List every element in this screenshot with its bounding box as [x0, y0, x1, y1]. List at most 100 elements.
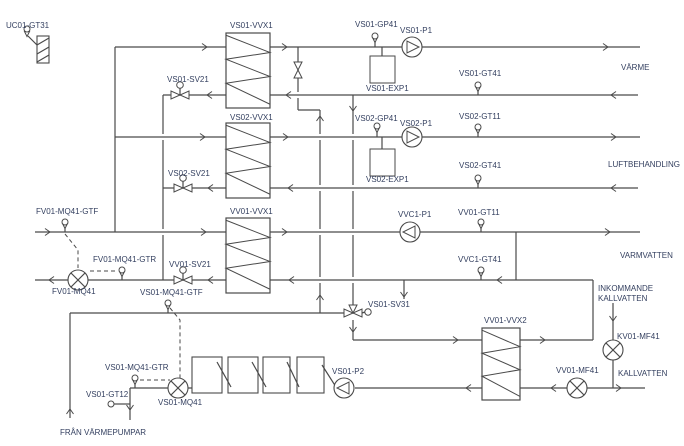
label-varmvatten: VARMVATTEN: [620, 251, 673, 260]
label-fran-varmepumpar: FRÅN VÄRMEPUMPAR: [60, 428, 147, 437]
flow-arrow: [610, 91, 617, 99]
accumulator-tank-3: [262, 356, 291, 394]
flow-arrow: [200, 228, 207, 236]
label-fv01-mq41-gtr: FV01-MQ41-GTR: [93, 255, 157, 264]
flow-arrow: [281, 228, 288, 236]
flow-arrow: [550, 384, 557, 392]
label-fv01-mq41: FV01-MQ41: [52, 287, 96, 296]
label-vvc1-p1: VVC1-P1: [398, 210, 432, 219]
flow-arrow: [288, 276, 295, 284]
label-vs02-gt41: VS02-GT41: [459, 161, 502, 170]
control-valve-vs02-sv21: [181, 183, 193, 193]
sensor-vs02-gp41: [373, 122, 381, 130]
flow-arrow: [465, 384, 472, 392]
heat-exchanger-vv01-vvx1-plates: [224, 219, 272, 290]
control-valve-vs01-sv21: [178, 90, 190, 100]
sensor-fv01-mq41-gtr: [118, 266, 126, 274]
flow-arrow: [48, 276, 55, 284]
flow-arrow: [610, 184, 617, 192]
tank-connection: [286, 361, 300, 388]
control-valve-vs02-sv21: [173, 183, 185, 193]
label-vs01-p1: VS01-P1: [400, 26, 433, 35]
signal-line: [169, 307, 181, 380]
signal-line: [64, 233, 79, 268]
outdoor-sensor-uc01-gt31-stem: [27, 35, 38, 46]
wall-hatch: [36, 54, 50, 63]
sensor-vv01-gt11: [477, 218, 485, 226]
control-valve-vv01-sv21: [181, 275, 193, 285]
label-vs02-gp41: VS02-GP41: [355, 114, 398, 123]
accumulator-tank-4: [296, 356, 325, 394]
flow-arrow: [207, 276, 214, 284]
expansion-vessel-vs01-exp1: [369, 55, 396, 84]
control-valve-vv01-sv21-actuator: [179, 266, 187, 274]
label-vs01-exp1: VS01-EXP1: [366, 84, 409, 93]
energy-meter-vs01-mq41-x: [170, 380, 186, 396]
label-vs01-gt41: VS01-GT41: [459, 69, 502, 78]
label-vv01-vvx2: VV01-VVX2: [484, 316, 527, 325]
label-fv01-mq41-gtf: FV01-MQ41-GTF: [36, 207, 99, 216]
label-vs02-exp1: VS02-EXP1: [366, 175, 409, 184]
flow-arrow: [44, 228, 51, 236]
label-kallvatten: KALLVATTEN: [618, 369, 668, 378]
label-vs01-mq41: VS01-MQ41: [158, 398, 203, 407]
flow-arrow: [609, 315, 617, 322]
label-luftbehandling: LUFTBEHANDLING: [608, 160, 681, 169]
three-way-valve-vs01-sv31: [348, 304, 358, 315]
sensor-vs01-gt41: [474, 81, 482, 89]
label-vs01-mq41-gtr: VS01-MQ41-GTR: [105, 363, 169, 372]
sensor-vs01-mq41-gtr: [131, 374, 139, 382]
wall-hatch: [36, 37, 50, 46]
flow-arrow: [285, 91, 292, 99]
label-vs01-vvx1: VS01-VVX1: [230, 21, 273, 30]
heat-exchanger-vv01-vvx2-plates: [480, 329, 522, 397]
tank-connection: [251, 361, 267, 388]
heat-exchanger-vs02-vvx1: [225, 122, 271, 199]
flow-arrow: [207, 184, 214, 192]
energy-meter-fv01-mq41-x: [70, 272, 86, 288]
heat-exchanger-vs01-vvx1: [225, 32, 271, 109]
label-vs02-vvx1: VS02-VVX1: [230, 113, 273, 122]
label-vs02-gt11: VS02-GT11: [459, 112, 501, 121]
pump-vs01-p2-impeller: [335, 381, 350, 395]
flow-arrow: [452, 336, 459, 344]
label-kv01-mf41: KV01-MF41: [617, 332, 660, 341]
label-vvc1-gt41: VVC1-GT41: [458, 255, 502, 264]
label-vs01-gt12: VS01-GT12: [86, 390, 129, 399]
flow-arrow: [610, 133, 617, 141]
label-vs01-mq41-gtf: VS01-MQ41-GTF: [140, 288, 203, 297]
sensor-vs02-gt11: [474, 123, 482, 131]
pump-vvc1-p1-impeller: [401, 225, 416, 239]
outdoor-sensor-uc01-gt31: [23, 25, 31, 33]
label-vs01-sv31: VS01-SV31: [368, 300, 410, 309]
flow-meter-vv01-mf41-x: [569, 380, 585, 396]
three-way-valve-vs01-sv31: [343, 308, 355, 318]
label-vs01-sv21: VS01-SV21: [167, 75, 209, 84]
flow-arrow: [349, 326, 357, 333]
pump-vs01-p1-impeller: [406, 40, 421, 54]
flow-arrow: [281, 43, 288, 51]
label-vv01-mf41: VV01-MF41: [556, 366, 599, 375]
three-way-valve-vs01-sv31-actuator: [364, 308, 372, 316]
flow-arrow: [602, 43, 609, 51]
flow-arrow: [496, 276, 503, 284]
flow-arrow: [126, 404, 134, 411]
flow-arrow: [316, 115, 324, 122]
sensor-vs01-gt12: [107, 400, 115, 408]
flow-meter-kv01-mf41-x: [605, 342, 621, 358]
label-varme: VÄRME: [621, 63, 650, 72]
wall-hatch: [36, 46, 50, 55]
label-vv01-vvx1: VV01-VVX1: [230, 207, 273, 216]
flow-arrow: [539, 336, 546, 344]
heat-exchanger-vv01-vvx2: [481, 327, 521, 401]
heat-exchanger-vv01-vvx1: [225, 217, 271, 294]
flow-arrow: [206, 91, 213, 99]
flow-arrow: [282, 133, 289, 141]
label-vs02-sv21: VS02-SV21: [168, 169, 210, 178]
heat-exchanger-vs02-vvx1-plates: [224, 124, 272, 195]
tank-connection: [321, 364, 337, 388]
control-valve-vv01-sv21: [173, 275, 185, 285]
control-valve-vs01-sv21: [170, 90, 182, 100]
